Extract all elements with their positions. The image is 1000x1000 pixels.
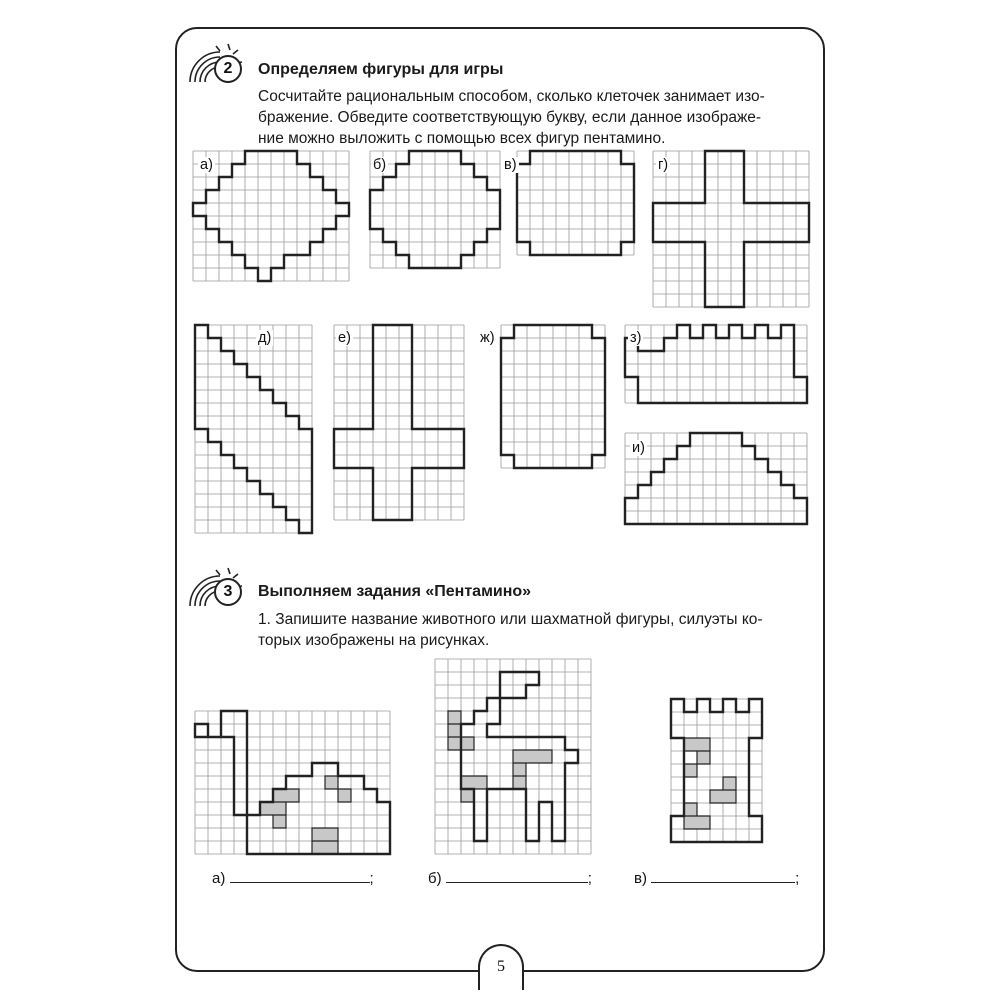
label-g: г) [656, 157, 671, 173]
label-i: и) [630, 440, 647, 456]
task-3-line-1: 1. Запишите название животного или шахма… [258, 611, 763, 628]
task-2-line-2: бражение. Обведите соответствующую букву… [258, 109, 762, 126]
picture-chess-v [669, 697, 764, 844]
figure-z [623, 323, 809, 405]
figure-e [332, 323, 466, 522]
task-2-title: Определяем фигуры для игры [258, 61, 504, 78]
figure-b [368, 149, 502, 270]
task-2-badge: 2 [214, 55, 242, 83]
figure-g [651, 149, 811, 309]
page-number-tab [478, 944, 524, 990]
label-b: б) [371, 157, 389, 173]
label-d: д) [256, 330, 274, 346]
task-2-line-1: Сосчитайте рациональным способом, скольк… [258, 88, 765, 105]
figure-i [623, 431, 809, 526]
answer-v: в) ; [634, 868, 799, 887]
answer-a-blank[interactable] [229, 868, 370, 883]
label-a: а) [198, 157, 215, 173]
task-3-line-2: торых изображены на рисунках. [258, 632, 490, 649]
answer-v-semicolon: ; [795, 870, 800, 887]
answer-v-label: в) [634, 870, 647, 887]
page-number: 5 [497, 958, 505, 975]
label-z: з) [628, 330, 644, 346]
answer-a-label: а) [212, 870, 226, 887]
label-v: в) [502, 157, 519, 173]
picture-animal-a [193, 709, 392, 856]
figure-v [515, 149, 636, 257]
answer-b-blank[interactable] [445, 868, 588, 883]
task-3-badge: 3 [214, 578, 242, 606]
figure-zh [499, 323, 607, 470]
figure-a [191, 149, 351, 283]
task-2-line-3: ние можно выложить с помощью всех фигур … [258, 130, 666, 147]
label-e: е) [336, 330, 353, 346]
picture-animal-b [434, 658, 592, 855]
answer-a-semicolon: ; [369, 870, 374, 887]
answer-a: а) ; [212, 868, 374, 887]
task-3-title: Выполняем задания «Пентамино» [258, 583, 532, 600]
label-zh: ж) [478, 330, 497, 346]
figure-d [193, 323, 314, 535]
answer-b: б) ; [428, 868, 592, 887]
answer-v-blank[interactable] [651, 868, 796, 883]
answer-b-label: б) [428, 870, 442, 887]
answer-b-semicolon: ; [587, 870, 592, 887]
